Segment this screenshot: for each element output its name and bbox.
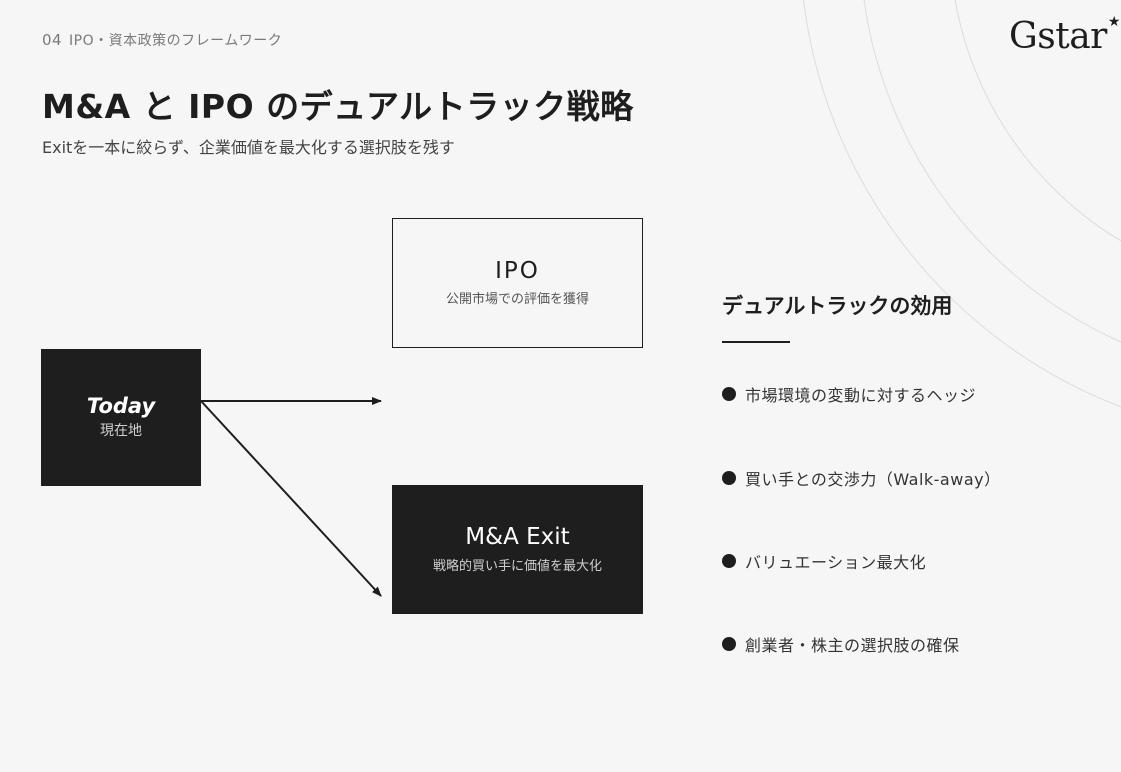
bullet-icon xyxy=(722,471,736,485)
ipo-subtitle: 公開市場での評価を獲得 xyxy=(445,292,589,308)
ipo-box: IPO 公開市場での評価を獲得 xyxy=(392,218,643,348)
bullet-icon xyxy=(722,387,736,401)
logo-text: Gstar xyxy=(1009,16,1107,57)
slide-title: M&A と IPO のデュアルトラック戦略 xyxy=(42,87,634,126)
ma-exit-title: M&A Exit xyxy=(465,524,570,551)
section-number: 04 xyxy=(42,31,63,49)
today-subtitle: 現在地 xyxy=(100,423,142,440)
effect-text: 創業者・株主の選択肢の確保 xyxy=(745,636,960,655)
star-icon: ★ xyxy=(1107,14,1121,30)
effect-item: 創業者・株主の選択肢の確保 xyxy=(722,632,960,656)
ipo-title: IPO xyxy=(495,257,540,284)
ma-exit-subtitle: 戦略的買い手に価値を最大化 xyxy=(432,558,602,574)
effect-item: バリュエーション最大化 xyxy=(722,549,926,573)
slide-subtitle: Exitを一本に絞らず、企業価値を最大化する選択肢を残す xyxy=(42,138,455,157)
effect-item: 市場環境の変動に対するヘッジ xyxy=(722,382,976,406)
effects-heading: デュアルトラックの効用 xyxy=(722,294,953,318)
effect-text: 市場環境の変動に対するヘッジ xyxy=(745,386,977,405)
brand-logo: Gstar★ xyxy=(1009,14,1121,57)
section-label: 04 IPO・資本政策のフレームワーク xyxy=(42,30,282,50)
today-title: Today xyxy=(86,393,156,418)
today-box: Today 現在地 xyxy=(41,349,201,486)
effect-text: バリュエーション最大化 xyxy=(745,553,927,572)
ma-exit-box: M&A Exit 戦略的買い手に価値を最大化 xyxy=(392,485,643,614)
effect-item: 買い手との交渉力（Walk-away） xyxy=(722,466,1001,490)
effect-text: 買い手との交渉力（Walk-away） xyxy=(745,470,1001,489)
section-title: IPO・資本政策のフレームワーク xyxy=(69,33,283,49)
heading-underline xyxy=(722,341,790,343)
bullet-icon xyxy=(722,554,736,568)
arrow-to-ma-exit xyxy=(200,400,382,597)
bullet-icon xyxy=(722,637,736,651)
